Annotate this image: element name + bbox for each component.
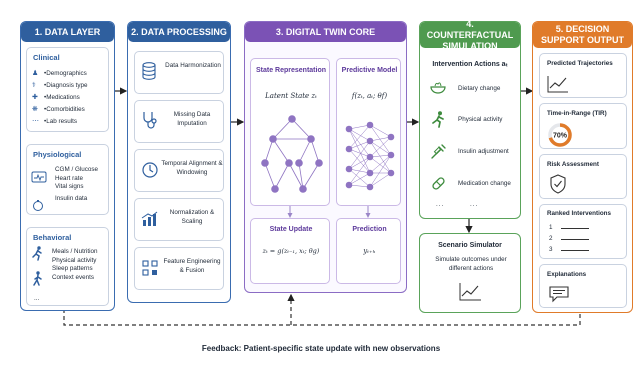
scenario-simulator-desc: Simulate outcomes under different action… <box>435 256 507 272</box>
tir-gauge: 70% <box>548 123 572 147</box>
diagnosis-icon: ⚕ <box>32 81 36 89</box>
decision-support-header: 5. DECISION SUPPORT OUTPUT <box>533 22 632 48</box>
trend-chart-icon <box>547 76 568 93</box>
ranked-item: 2 <box>549 234 621 245</box>
data-layer-header: 1. DATA LAYER <box>21 22 114 42</box>
behavioral-box: Behavioral Meals / Nutrition Physical ac… <box>26 227 109 306</box>
walking-person-icon <box>33 271 42 286</box>
action-item: Medication change <box>458 180 511 187</box>
explanations-box: Explanations <box>539 264 627 308</box>
list-item: Physical activity <box>52 256 97 264</box>
lab-icon: ⋯ <box>32 117 39 125</box>
line-chart-icon <box>459 283 481 301</box>
insulin-pump-icon <box>33 200 43 211</box>
step-label: Data Harmonization <box>165 62 221 69</box>
bar-chart-icon <box>141 211 158 226</box>
heart-monitor-icon <box>31 171 47 183</box>
data-processing-header: 2. DATA PROCESSING <box>128 22 230 42</box>
clock-icon <box>142 162 158 178</box>
step-temporal-alignment: Temporal Alignment & Windowing <box>134 149 224 192</box>
action-item: Dietary change <box>458 85 501 92</box>
ellipsis: ... <box>436 201 445 208</box>
predictive-model-title: Predictive Model <box>341 67 398 74</box>
ellipsis: ... <box>34 295 40 302</box>
tir-value: 70% <box>553 133 568 140</box>
state-update-title: State Update <box>269 226 313 233</box>
counterfactual-header: 4. COUNTERFACTUAL SIMULATION <box>420 19 520 51</box>
ranked-title: Ranked Interventions <box>547 210 612 217</box>
layers-icon <box>142 260 158 276</box>
state-update-box: State Update zₜ = g(zₜ₋₁, xₜ; θg) <box>250 218 330 284</box>
trajectories-box: Predicted Trajectories <box>539 53 627 98</box>
capsule-icon <box>432 177 445 190</box>
network-icon: ❋ <box>32 105 38 113</box>
ranked-item: 3 <box>549 245 621 256</box>
pill-icon: ✚ <box>32 93 38 101</box>
ranked-item: 1 <box>549 223 621 234</box>
clinical-title: Clinical <box>33 53 60 62</box>
list-item: Sleep patterns <box>52 265 93 272</box>
trajectories-title: Predicted Trajectories <box>547 60 613 67</box>
predictive-model-box: Predictive Model f(zₜ, aₜ; θf) <box>336 58 401 206</box>
step-missing-data: Missing Data Imputation <box>134 100 224 143</box>
latent-state-formula: Latent State zₜ <box>265 92 317 100</box>
action-item: Insulin adjustment <box>458 148 509 155</box>
list-item: Meals / Nutrition <box>52 248 98 255</box>
risk-box: Risk Assessment <box>539 154 627 199</box>
action-item: Physical activity <box>458 116 503 123</box>
core-arrows <box>287 206 371 218</box>
syringe-icon <box>431 144 446 159</box>
tir-title: Time-in-Range (TIR) <box>547 110 607 117</box>
state-representation-title: State Representation <box>255 67 327 74</box>
database-icon <box>142 62 156 80</box>
step-feature-engineering: Feature Engineering & Fusion <box>134 247 224 290</box>
list-item: Context events <box>52 273 95 281</box>
running-person-icon <box>32 246 42 261</box>
explanations-title: Explanations <box>547 271 587 278</box>
user-icon: ♟ <box>32 69 39 77</box>
list-item: Insulin data <box>55 194 88 202</box>
physiological-box: Physiological CGM / Glucose Heart rate V… <box>26 144 109 215</box>
feedback-label: Feedback: Patient-specific state update … <box>201 344 441 353</box>
clinical-box: Clinical ♟ • Demographics ⚕ • Diagnosis … <box>26 47 109 132</box>
prediction-box: Prediction yₜ₊ₕ <box>336 218 401 284</box>
behavioral-title: Behavioral <box>33 233 72 242</box>
stethoscope-icon <box>143 112 157 129</box>
list-item: ✚ • Medications <box>32 93 80 101</box>
prediction-formula: yₜ₊ₕ <box>363 247 376 255</box>
tir-box: Time-in-Range (TIR) 70% <box>539 103 627 149</box>
predictive-formula: f(zₜ, aₜ; θf) <box>351 92 388 100</box>
ellipsis: ... <box>470 201 479 208</box>
list-item: CGM / Glucose <box>55 166 99 173</box>
step-label: Normalization & Scaling <box>169 209 215 225</box>
state-representation-box: State Representation Latent State zₜ <box>250 58 330 206</box>
speech-bubble-icon <box>549 286 569 303</box>
risk-title: Risk Assessment <box>547 161 599 168</box>
state-update-formula: zₜ = g(zₜ₋₁, xₜ; θg) <box>262 247 320 255</box>
intervention-actions-title: Intervention Actions aₜ <box>432 61 508 68</box>
digital-twin-header: 3. DIGITAL TWIN CORE <box>245 22 406 42</box>
step-label: Feature Engineering & Fusion <box>163 258 221 274</box>
step-label: Temporal Alignment & Windowing <box>161 160 223 176</box>
physiological-title: Physiological <box>33 150 82 159</box>
latent-graph-icon <box>261 115 323 193</box>
step-label: Missing Data Imputation <box>173 111 211 127</box>
step-data-harmonization: Data Harmonization <box>134 51 224 94</box>
running-icon <box>432 111 444 128</box>
food-bowl-icon <box>430 82 446 94</box>
ranked-interventions-box: Ranked Interventions 1 2 3 <box>539 204 627 259</box>
list-item: Heart rate <box>55 174 83 182</box>
step-normalization: Normalization & Scaling <box>134 198 224 241</box>
list-item: ♟ • Demographics <box>32 69 87 77</box>
scenario-simulator-title: Scenario Simulator <box>438 242 502 249</box>
prediction-title: Prediction <box>352 226 387 233</box>
scenario-simulator-box: Scenario Simulator Simulate outcomes und… <box>419 233 521 313</box>
list-item: ❋ • Comorbidities <box>32 105 85 113</box>
list-item: Vital signs <box>55 183 84 190</box>
neural-network-icon <box>345 121 395 191</box>
shield-check-icon <box>550 174 566 194</box>
list-item: ⚕ • Diagnosis type <box>32 81 88 89</box>
list-item: ⋯ • Lab results <box>32 117 78 125</box>
